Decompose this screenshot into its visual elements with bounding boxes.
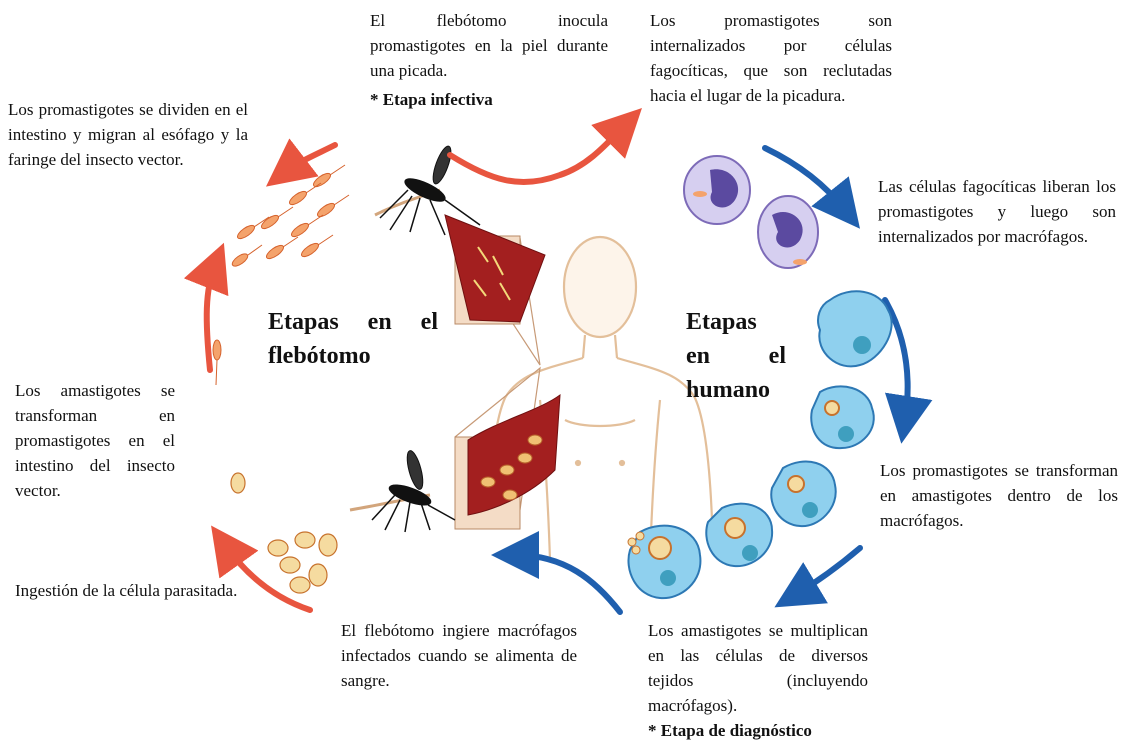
mosquito-icon (350, 449, 455, 532)
multiply-text: Los amastigotes se multiplican en las cé… (648, 618, 868, 718)
human-stages-title: Etapas en el humano (686, 305, 786, 407)
infective-stage-label: * Etapa infectiva (370, 87, 608, 112)
sandfly-stages-title: Etapas en el flebótomo (268, 305, 438, 373)
transform-vector-text: Los amastigotes se transforman en promas… (15, 378, 175, 503)
mosquito-icon (375, 144, 480, 235)
sandfly-ingests-text: El flebótomo ingiere macrófagos infectad… (341, 618, 577, 693)
ingestion-text: Ingestión de la célula parasitada. (15, 578, 251, 603)
phagocyte-icon (684, 156, 818, 268)
inoculation-text: El flebótomo inocula promastigotes en la… (370, 8, 608, 83)
transform-human-text: Los promastigotes se transforman en amas… (880, 458, 1118, 533)
release-text: Las células fagocíticas liberan los prom… (878, 174, 1116, 249)
skin-inset-top (445, 215, 545, 324)
divide-text: Los promastigotes se dividen en el intes… (8, 97, 248, 172)
diagnostic-stage-label: * Etapa de diagnóstico (648, 718, 888, 743)
internalized-text: Los promastigotes son internalizados por… (650, 8, 892, 108)
skin-inset-bottom (455, 395, 560, 529)
